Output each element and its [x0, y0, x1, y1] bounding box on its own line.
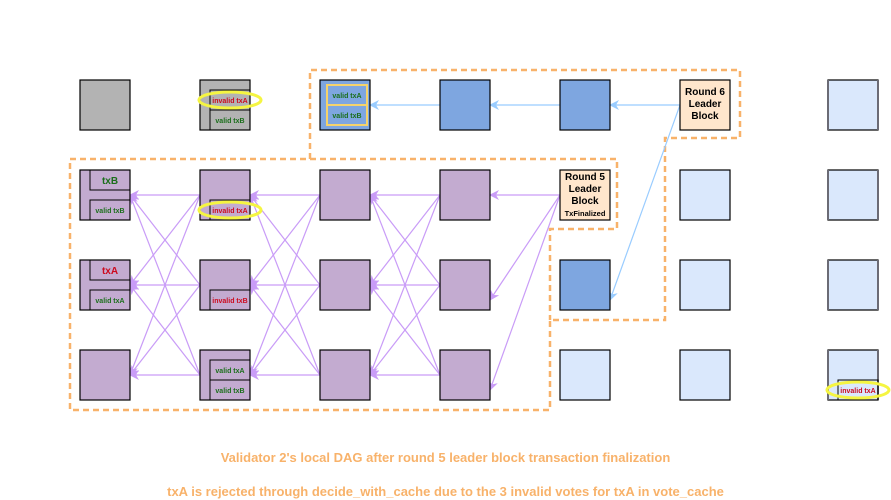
vote-label: invalid txA	[840, 388, 875, 395]
highlight-ellipse	[825, 380, 891, 400]
finalized-region-outline	[68, 68, 742, 412]
purple-vote-edge	[128, 194, 201, 376]
diagram-title: Validator 2's local DAG after round 5 le…	[220, 450, 671, 465]
dag-block-r4v2[interactable]	[439, 169, 491, 221]
dag-block-r2v2[interactable]: invalid txA	[199, 169, 251, 221]
dag-block-r5v1[interactable]	[559, 79, 611, 131]
diagram-subtitle: txA is rejected through decide_with_cach…	[167, 484, 724, 499]
leader-title-line: Block	[691, 111, 719, 122]
dag-block-r3v4[interactable]	[319, 349, 371, 401]
leader-title-line: Round 5	[565, 172, 605, 183]
dag-block-r6v4[interactable]	[679, 349, 731, 401]
purple-vote-edge	[369, 194, 441, 286]
highlight-ellipses	[197, 90, 891, 400]
blue-reference-edge	[608, 104, 681, 301]
tx-header: txB	[102, 176, 118, 187]
finalized-region-boundaries	[68, 68, 742, 412]
dag-block-r1v1[interactable]	[79, 79, 131, 131]
vote-label: valid txA	[215, 368, 244, 375]
purple-vote-edge	[248, 194, 321, 376]
highlight-ellipse	[197, 200, 263, 220]
dag-block-r2v4[interactable]: valid txA valid txB	[199, 349, 251, 401]
highlight-ellipse	[197, 90, 263, 110]
dag-block-r4v3[interactable]	[439, 259, 491, 311]
dag-block-r7v3[interactable]	[827, 259, 879, 311]
purple-vote-edge	[129, 284, 201, 376]
dag-block-r4v1[interactable]	[439, 79, 491, 131]
vote-label: invalid txA	[212, 208, 247, 215]
vote-label: invalid txA	[212, 98, 247, 105]
vote-label: valid txA	[332, 93, 361, 100]
dag-block-r3v2[interactable]	[319, 169, 371, 221]
dag-block-r1v2[interactable]: txB valid txB	[79, 169, 131, 221]
leader-title-line: Leader	[569, 184, 602, 195]
leader-title-line: Leader	[689, 99, 722, 110]
dag-block-r7v1[interactable]	[827, 79, 879, 131]
dag-block-r1v3[interactable]: txA valid txA	[79, 259, 131, 311]
vote-label: valid txB	[215, 388, 244, 395]
vote-label: valid txB	[332, 113, 361, 120]
dag-block-r5v3[interactable]	[559, 259, 611, 311]
tx-header: txA	[102, 266, 118, 277]
purple-vote-edge	[369, 284, 441, 376]
dag-block-r3v1[interactable]: valid txA valid txB	[319, 79, 371, 131]
purple-vote-edge	[368, 194, 441, 376]
leader5-vote-edge	[489, 194, 561, 301]
dag-block-r1v4[interactable]	[79, 349, 131, 401]
leader-title-line: Block	[571, 196, 599, 207]
leader-title-line: Round 6	[685, 87, 725, 98]
purple-vote-edge	[249, 284, 321, 376]
dag-block-r7v2[interactable]	[827, 169, 879, 221]
purple-vote-edge	[129, 194, 201, 286]
dag-blocks: invalid txA valid txB valid txA valid txB Ro…	[79, 79, 879, 401]
dag-block-r2v1[interactable]: invalid txA valid txB	[199, 79, 251, 131]
leader5-vote-edge	[488, 194, 561, 391]
vote-label: valid txB	[95, 208, 124, 215]
dag-block-r6v2[interactable]	[679, 169, 731, 221]
vote-label: valid txA	[95, 298, 124, 305]
dag-block-r2v3[interactable]: invalid txB	[199, 259, 251, 311]
round5-region-outline	[310, 157, 619, 320]
dag-block-r4v4[interactable]	[439, 349, 491, 401]
vote-label: invalid txB	[212, 298, 247, 305]
dag-block-r6v3[interactable]	[679, 259, 731, 311]
dag-edges	[128, 100, 681, 391]
dag-block-r7v4[interactable]: invalid txA	[827, 349, 879, 401]
leader-subtitle: TxFinalized	[565, 209, 606, 218]
vote-label: valid txB	[215, 118, 244, 125]
dag-block-r3v3[interactable]	[319, 259, 371, 311]
dag-block-r5v4[interactable]	[559, 349, 611, 401]
